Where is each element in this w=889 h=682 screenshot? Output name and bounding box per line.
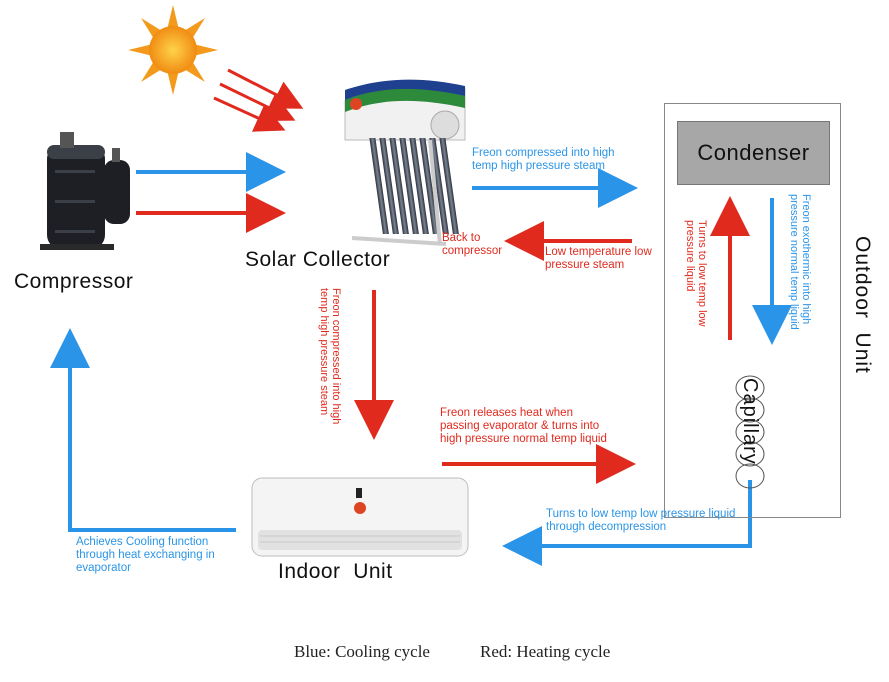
annotation-achieves-cooling: Achieves Cooling function through heat e… xyxy=(76,536,215,575)
condenser-box: Condenser xyxy=(677,121,830,185)
legend-cooling: Blue: Cooling cycle xyxy=(294,642,430,661)
indoor-unit-image xyxy=(251,477,469,557)
sun-ray-arrows xyxy=(213,68,304,132)
annotation-freon-compressed-down: Freon compressed into high temp high pre… xyxy=(318,288,343,425)
indoor-unit-label: Indoor Unit xyxy=(278,560,393,583)
annotation-low-temp-steam: Low temperature low pressure steam xyxy=(545,246,652,272)
sun-icon xyxy=(128,5,218,95)
annotation-back-to-compressor: Back to compressor xyxy=(442,232,503,258)
capillary-label: Capillary xyxy=(739,378,761,465)
condenser-label: Condenser xyxy=(697,140,810,165)
indoor-to-compressor-arrow xyxy=(50,328,236,532)
compressor-image xyxy=(40,132,130,250)
annotation-freon-exothermic: Freon exothermic into high pressure norm… xyxy=(788,194,813,330)
annotation-freon-releases-heat: Freon releases heat when passing evapora… xyxy=(440,407,607,446)
annotation-decompression: Turns to low temp low pressure liquid th… xyxy=(546,508,736,534)
annotation-turns-low-temp-liquid: Turns to low temp low pressure liquid xyxy=(684,220,709,327)
capillary-to-indoor-arrow xyxy=(502,480,752,566)
solar-collector-image xyxy=(344,79,466,246)
solar-collector-label: Solar Collector xyxy=(245,248,391,271)
capillary-coil-icon xyxy=(735,375,765,489)
compressor-to-solar-arrows xyxy=(136,152,286,233)
outdoor-unit-label: Outdoor Unit xyxy=(851,236,875,374)
legend-heating: Red: Heating cycle xyxy=(480,642,611,661)
annotation-freon-compressed-right: Freon compressed into high temp high pre… xyxy=(472,147,615,173)
compressor-label: Compressor xyxy=(14,270,134,293)
outdoor-unit-box xyxy=(664,103,841,518)
